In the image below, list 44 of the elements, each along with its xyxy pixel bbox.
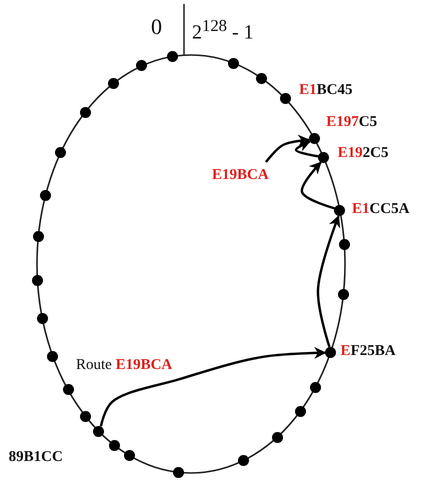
node-dot xyxy=(136,60,148,72)
node-dot xyxy=(338,239,350,250)
ring-label: 0 xyxy=(151,14,162,40)
node-dot xyxy=(280,93,291,104)
node-dot xyxy=(166,51,178,62)
arrow xyxy=(316,215,340,348)
node-dot xyxy=(108,440,120,451)
node-dot xyxy=(172,466,184,478)
ring-label: 2$^{128}$ - 1 xyxy=(192,15,254,45)
node-dot xyxy=(338,289,349,300)
node-dot xyxy=(93,426,104,437)
node-dot xyxy=(124,450,135,462)
node-dot xyxy=(80,106,91,118)
node-dot xyxy=(272,432,283,443)
node-dot xyxy=(325,346,336,358)
node-dot xyxy=(40,190,51,202)
node-dot xyxy=(108,78,119,90)
node-dot xyxy=(256,72,268,84)
node-dot xyxy=(318,152,330,164)
arrow xyxy=(265,134,310,163)
node-dot xyxy=(308,133,320,144)
arrow xyxy=(294,140,319,158)
node-dot xyxy=(80,410,91,422)
arrow xyxy=(300,162,336,210)
node-label: E19BCA xyxy=(212,166,288,184)
node-id-label: E1CC5A xyxy=(352,200,410,218)
node-dot xyxy=(32,274,43,286)
node-id-label: E1BC45 xyxy=(299,80,352,99)
node-dot xyxy=(228,58,239,68)
node-id-label: 89B1CC xyxy=(8,448,63,466)
arrow xyxy=(100,346,326,426)
node-dot xyxy=(238,455,249,466)
node-dot xyxy=(334,205,346,216)
node-dot xyxy=(55,146,66,158)
node-dot xyxy=(62,384,74,396)
node-dot xyxy=(294,406,306,417)
node-id-label: E197C5 xyxy=(326,112,378,131)
node-dot xyxy=(47,350,58,362)
node-id-label: EF25BA xyxy=(340,342,396,360)
node-dot xyxy=(32,231,44,242)
node-dot xyxy=(310,382,321,393)
node-id-label: E192C5 xyxy=(338,144,389,162)
ring-label: Route E19BCA xyxy=(76,356,172,375)
node-dot xyxy=(36,312,48,324)
